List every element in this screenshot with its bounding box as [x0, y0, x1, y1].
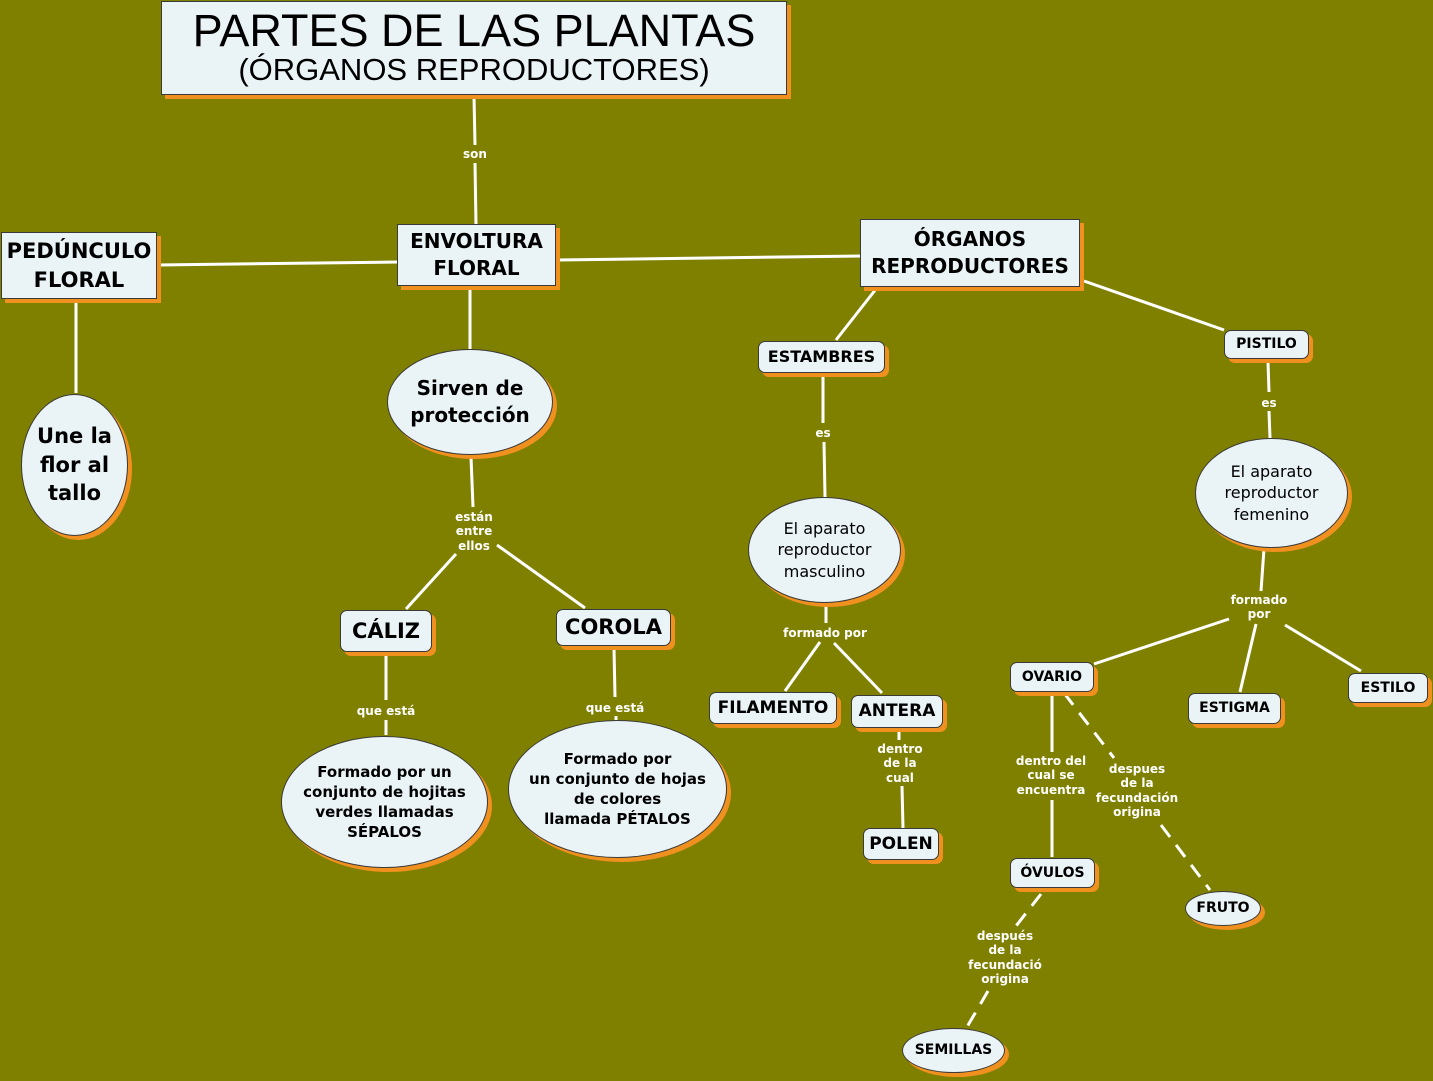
link-dentro-polen	[900, 785, 905, 829]
link-label-es-pistilo: es	[1261, 396, 1277, 410]
link-organos-estambres	[834, 288, 878, 341]
node-envoltura-floral[interactable]: ENVOLTURA FLORAL	[397, 224, 556, 286]
node-caliz[interactable]: CÁLIZ	[340, 610, 432, 652]
link-label-formado-por-masculino: formado por	[783, 626, 867, 640]
link-femenino-formado	[1259, 548, 1266, 592]
link-pedunculo-envoltura	[157, 260, 400, 267]
node-antera[interactable]: ANTERA	[851, 695, 943, 728]
node-ovulos[interactable]: ÓVULOS	[1010, 858, 1095, 888]
node-une-la-flor[interactable]: Une la flor al tallo	[21, 394, 128, 536]
link-label-formado-por-femenino: formado por	[1230, 593, 1288, 622]
link-formado-estilo	[1284, 623, 1362, 673]
node-pistilo[interactable]: PISTILO	[1224, 330, 1309, 359]
link-ovulos-despues-dashed	[1014, 893, 1043, 927]
node-sirven-proteccion[interactable]: Sirven de protección	[387, 349, 553, 455]
node-filamento[interactable]: FILAMENTO	[709, 692, 837, 724]
link-organos-pistilo	[1083, 279, 1225, 332]
link-pistilo-es	[1266, 361, 1271, 393]
node-sepalos[interactable]: Formado por un conjunto de hojitas verde…	[281, 736, 488, 868]
node-estigma[interactable]: ESTIGMA	[1188, 693, 1281, 724]
node-polen[interactable]: POLEN	[863, 828, 939, 860]
link-estan-caliz	[404, 552, 458, 611]
link-despues-fruto-dashed	[1159, 824, 1212, 891]
link-label-que-esta-caliz: que está	[356, 704, 416, 718]
link-label-dentro-de-la-cual: dentro de la cual	[877, 742, 923, 785]
title-line-1: PARTES DE LAS PLANTAS	[192, 5, 756, 57]
link-es-femenino	[1267, 410, 1272, 439]
node-semillas[interactable]: SEMILLAS	[902, 1028, 1005, 1073]
link-formado-ovario	[1093, 617, 1230, 666]
link-label-dentro-del-cual: dentro del cual se encuentra	[1015, 754, 1087, 797]
link-label-estan-entre-ellos: están entre ellos	[455, 510, 493, 553]
link-label-son: son	[463, 147, 487, 161]
node-ovario[interactable]: OVARIO	[1010, 662, 1094, 692]
node-estilo[interactable]: ESTILO	[1348, 673, 1428, 703]
link-label-despues-fruto: despues de la fecundación origina	[1095, 762, 1179, 820]
link-sirven-estan	[469, 456, 475, 508]
node-petalos[interactable]: Formado por un conjunto de hojas de colo…	[508, 720, 727, 858]
node-estambres[interactable]: ESTAMBRES	[758, 341, 885, 373]
node-corola[interactable]: COROLA	[556, 609, 671, 646]
link-label-despues-semillas: después de la fecundació origina	[968, 929, 1042, 987]
link-son-envoltura	[473, 162, 478, 226]
node-pedunculo-floral[interactable]: PEDÚNCULO FLORAL	[1, 232, 157, 299]
link-formado-filamento	[783, 641, 822, 692]
link-ovario-despues-dashed	[1062, 692, 1116, 759]
link-es-masculino	[822, 441, 827, 498]
link-label-que-esta-corola: que está	[585, 701, 645, 715]
link-estan-corola	[496, 543, 586, 610]
link-formado-estigma	[1238, 623, 1258, 693]
link-label-es-estambres: es	[815, 426, 831, 440]
link-title-son	[472, 95, 477, 146]
node-fruto[interactable]: FRUTO	[1185, 891, 1261, 926]
node-aparato-masculino[interactable]: El aparato reproductor masculino	[748, 497, 901, 603]
link-formado-antera	[832, 641, 884, 695]
page-title: PARTES DE LAS PLANTAS (ÓRGANOS REPRODUCT…	[161, 1, 787, 95]
node-aparato-femenino[interactable]: El aparato reproductor femenino	[1195, 438, 1348, 548]
link-corola-queesta	[612, 647, 617, 698]
link-envoltura-organos	[556, 254, 863, 262]
link-despues-semillas-dashed	[965, 990, 990, 1028]
node-organos-reproductores[interactable]: ÓRGANOS REPRODUCTORES	[860, 219, 1080, 287]
title-line-2: (ÓRGANOS REPRODUCTORES)	[238, 52, 710, 88]
